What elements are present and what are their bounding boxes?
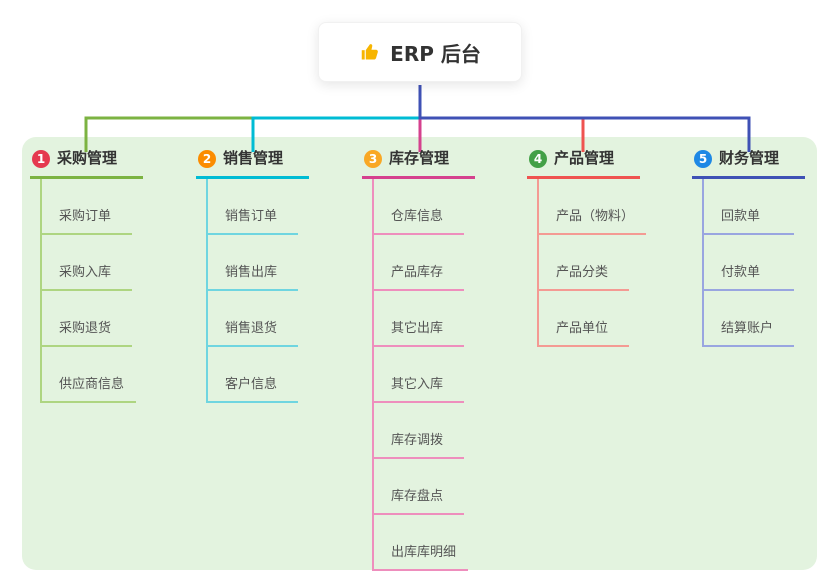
thumbs-up-icon [361,44,379,60]
branch-children: 仓库信息产品库存其它出库其它入库库存调拨库存盘点出库库明细 [372,179,469,571]
branch-children: 销售订单销售出库销售退货客户信息 [206,179,298,403]
branch-node[interactable]: 2 销售管理 [196,148,309,179]
branch-node[interactable]: 1 采购管理 [30,148,143,179]
root-node[interactable]: ERP 后台 [318,22,522,82]
branch-node[interactable]: 3 库存管理 [362,148,475,179]
child-node[interactable]: 采购退货 [42,291,132,347]
branch-product: 4 产品管理 产品（物料）产品分类产品单位 [527,148,667,347]
branch-inventory: 3 库存管理 仓库信息产品库存其它出库其它入库库存调拨库存盘点出库库明细 [362,148,502,571]
child-node[interactable]: 产品库存 [374,235,464,291]
child-node[interactable]: 供应商信息 [42,347,137,403]
child-node[interactable]: 结算账户 [704,291,794,347]
branch-finance: 5 财务管理 回款单付款单结算账户 [692,148,832,347]
child-node[interactable]: 采购订单 [42,179,132,235]
child-node[interactable]: 库存盘点 [374,459,464,515]
root-title: ERP 后台 [390,41,481,66]
branch-children: 产品（物料）产品分类产品单位 [537,179,647,347]
branch-node[interactable]: 4 产品管理 [527,148,640,179]
branch-number-badge: 2 [198,149,216,168]
branch-children: 回款单付款单结算账户 [702,179,794,347]
child-node[interactable]: 仓库信息 [374,179,464,235]
child-node[interactable]: 销售订单 [208,179,298,235]
branch-node[interactable]: 5 财务管理 [692,148,805,179]
child-node[interactable]: 产品单位 [539,291,629,347]
branch-title: 采购管理 [57,149,118,167]
branch-children: 采购订单采购入库采购退货供应商信息 [40,179,137,403]
branch-sales: 2 销售管理 销售订单销售出库销售退货客户信息 [196,148,336,403]
branch-title: 库存管理 [389,149,450,167]
branch-number-badge: 4 [529,149,547,168]
branch-number-badge: 5 [694,149,712,168]
branch-number-badge: 1 [32,149,50,168]
branch-number-badge: 3 [364,149,382,168]
branch-title: 产品管理 [554,149,615,167]
child-node[interactable]: 出库库明细 [374,515,469,571]
child-node[interactable]: 其它入库 [374,347,464,403]
branch-title: 销售管理 [223,149,284,167]
child-node[interactable]: 付款单 [704,235,794,291]
child-node[interactable]: 客户信息 [208,347,298,403]
branch-title: 财务管理 [719,149,780,167]
mindmap-panel [22,137,817,570]
child-node[interactable]: 销售退货 [208,291,298,347]
child-node[interactable]: 产品（物料） [539,179,647,235]
child-node[interactable]: 销售出库 [208,235,298,291]
child-node[interactable]: 回款单 [704,179,794,235]
child-node[interactable]: 其它出库 [374,291,464,347]
branch-purchase: 1 采购管理 采购订单采购入库采购退货供应商信息 [30,148,170,403]
child-node[interactable]: 采购入库 [42,235,132,291]
child-node[interactable]: 库存调拨 [374,403,464,459]
child-node[interactable]: 产品分类 [539,235,629,291]
